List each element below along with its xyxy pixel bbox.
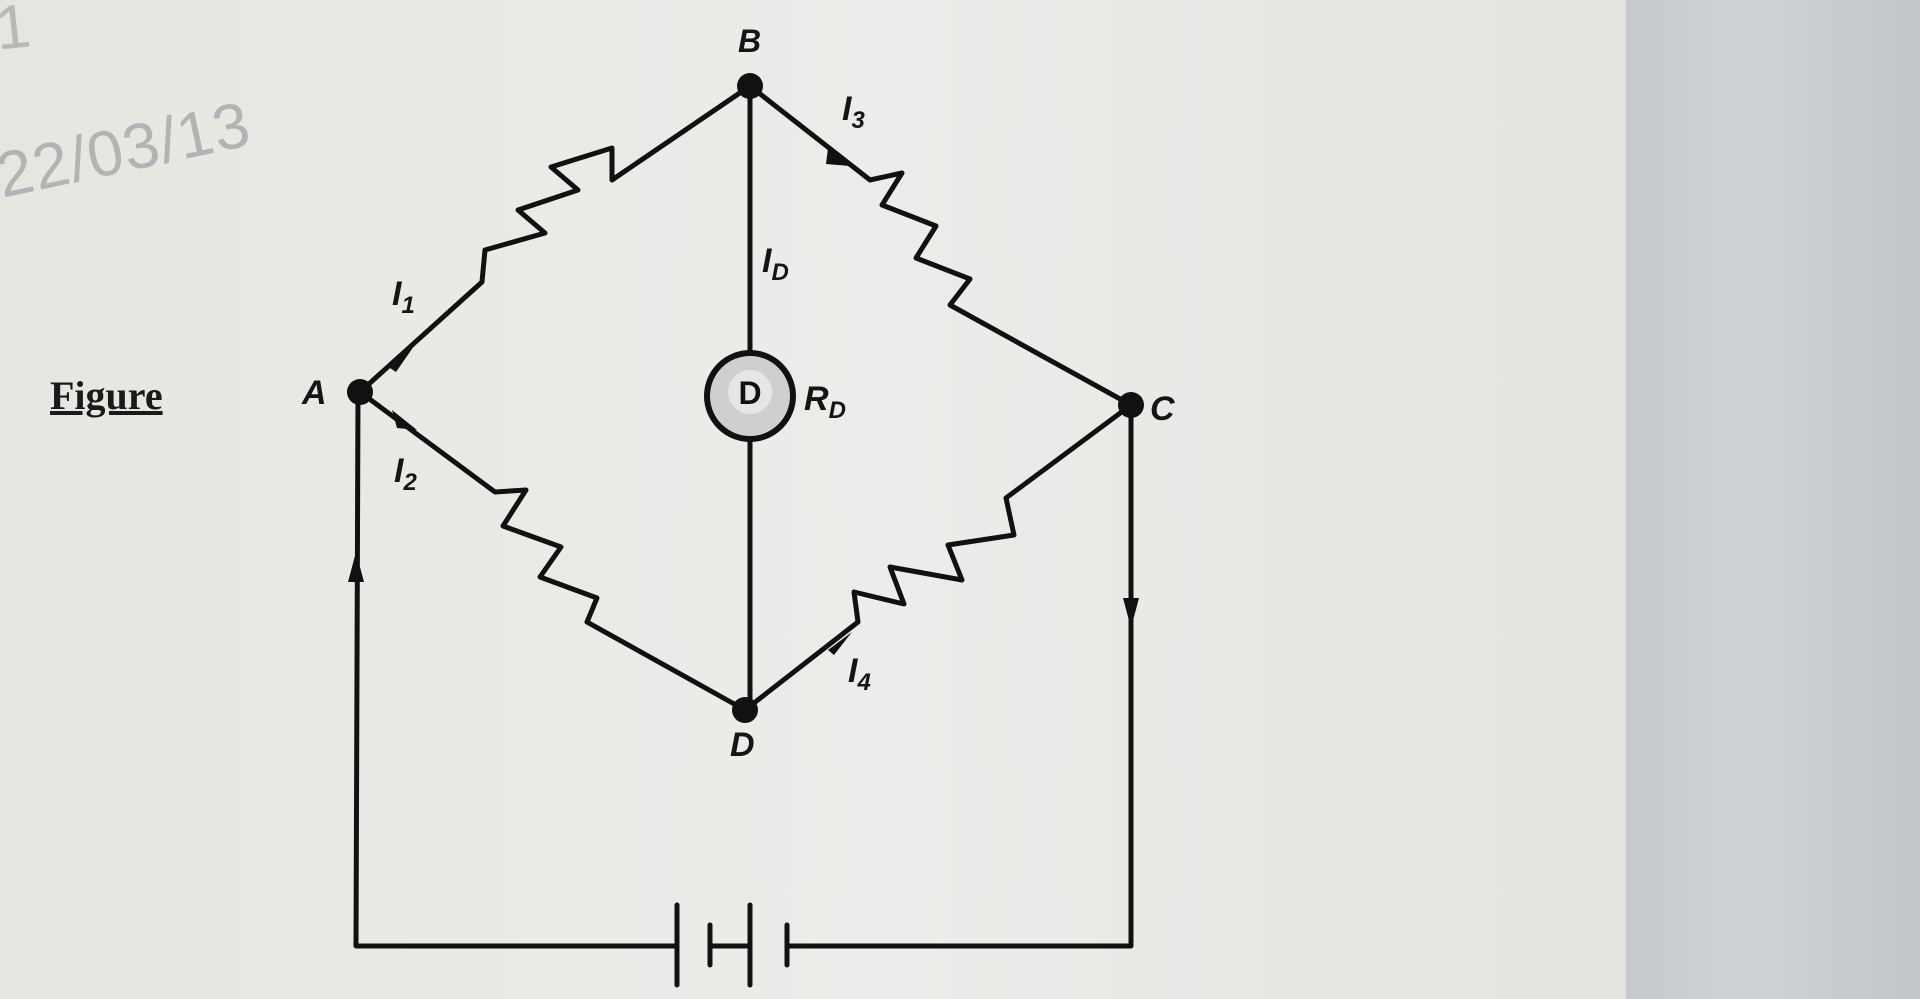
wire-a-b: [357, 83, 753, 395]
arrow-left-up: [348, 552, 364, 582]
wire-a-d: [357, 389, 748, 713]
wire-supply-right: [784, 402, 1134, 949]
current-id-label: ID: [762, 242, 789, 286]
monitor-bezel: [1626, 0, 1920, 999]
arrow-i4: [828, 632, 852, 655]
detector-resistance-label: RD: [804, 380, 846, 424]
current-i3-label: I3: [842, 90, 865, 134]
node-b-dot: [737, 73, 763, 99]
figure-caption: Figure: [50, 373, 163, 418]
node-b-label: B: [738, 23, 761, 59]
detector-symbol: D: [704, 350, 796, 442]
wire-b-c: [747, 83, 1134, 408]
arrow-i3: [826, 148, 850, 166]
node-d-label: D: [730, 726, 755, 764]
wire-d-c: [742, 402, 1134, 713]
arrow-i1: [390, 346, 414, 372]
node-a-label: A: [301, 374, 327, 412]
node-c-label: C: [1150, 390, 1175, 428]
arrow-right-down: [1123, 598, 1139, 628]
current-i4-label: I4: [848, 652, 871, 696]
detector-label: D: [738, 375, 761, 411]
current-i2-label: I2: [394, 452, 417, 496]
arrow-i2: [392, 410, 417, 430]
paper-sheet: [0, 0, 1626, 999]
node-d-dot: [732, 697, 758, 723]
node-c-dot: [1118, 392, 1144, 418]
current-i1-label: I1: [392, 275, 415, 319]
node-a-dot: [347, 379, 373, 405]
